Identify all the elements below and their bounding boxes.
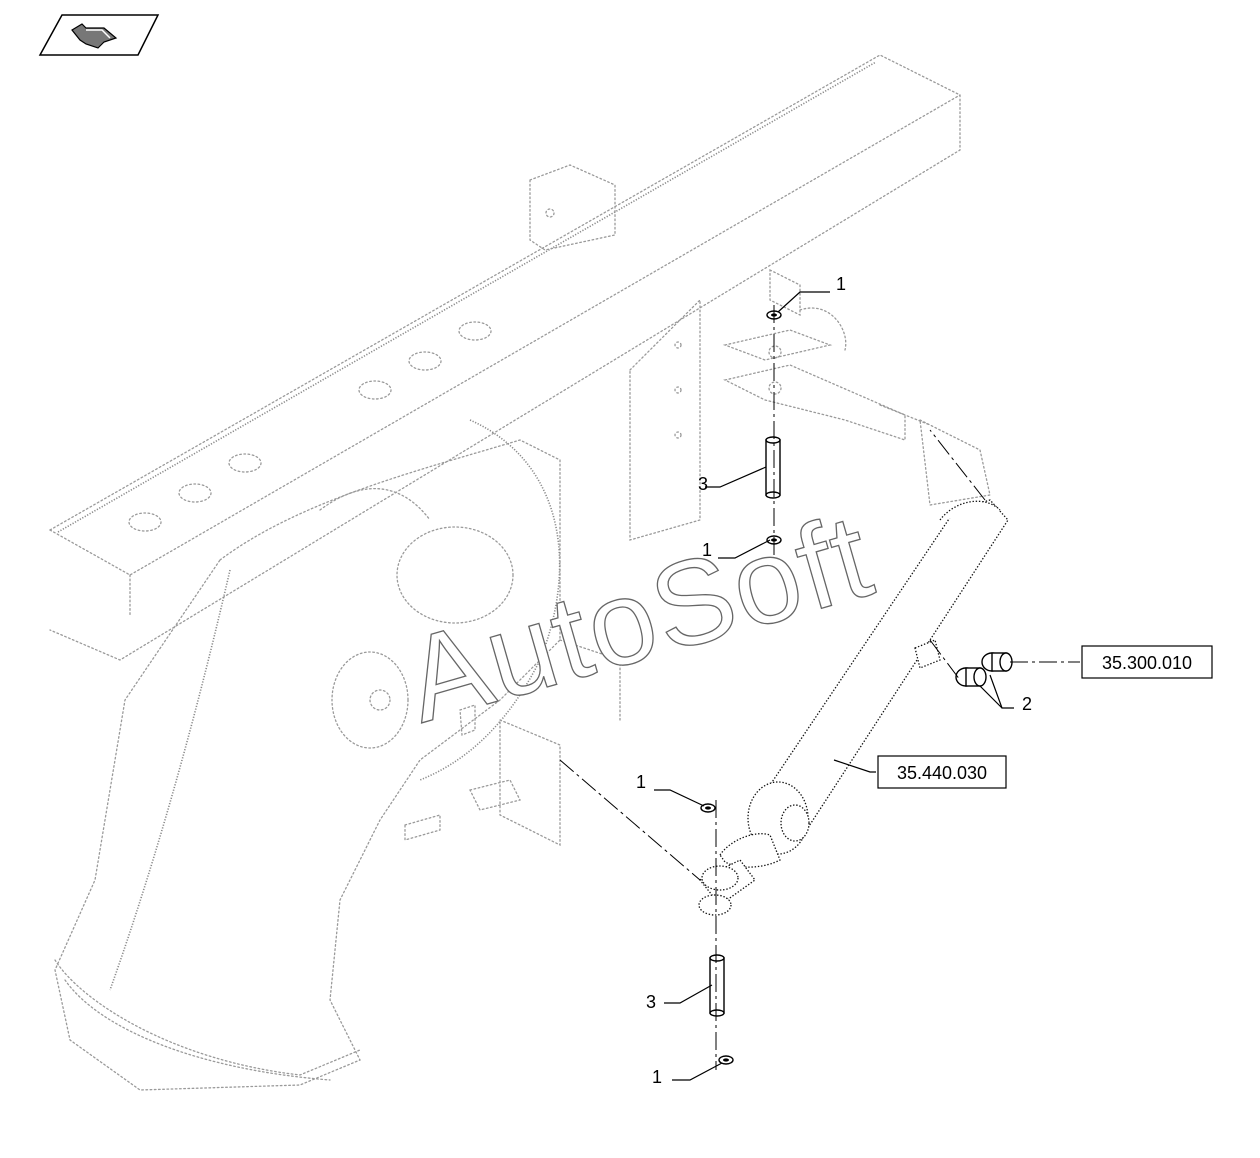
callout-1-middle: 1 (702, 540, 712, 560)
callout-1-bottom: 1 (652, 1067, 662, 1087)
assembly-centerlines (559, 305, 1080, 1070)
reference-fittings-label: 35.300.010 (1102, 653, 1192, 673)
axle-background (49, 54, 991, 1091)
callout-3-upper: 3 (698, 474, 708, 494)
reference-cylinder[interactable]: 35.440.030 (877, 755, 1007, 789)
bushing-rings (700, 310, 782, 1065)
reference-cylinder-label: 35.440.030 (897, 763, 987, 783)
previous-view-button[interactable] (38, 14, 160, 56)
watermark: AutoSoft (392, 488, 887, 748)
pin-upper (765, 436, 781, 499)
callout-1-lower: 1 (636, 772, 646, 792)
leader-lines (654, 291, 1014, 1081)
callout-1-upper: 1 (836, 274, 846, 294)
reference-fittings[interactable]: 35.300.010 (1081, 645, 1213, 679)
previous-view-arrow-icon (71, 23, 118, 49)
tie-rod-end (698, 859, 756, 916)
steering-cylinder (719, 499, 1009, 868)
callout-3-lower: 3 (646, 992, 656, 1012)
hydraulic-fittings (914, 639, 1013, 687)
callout-2: 2 (1022, 694, 1032, 714)
